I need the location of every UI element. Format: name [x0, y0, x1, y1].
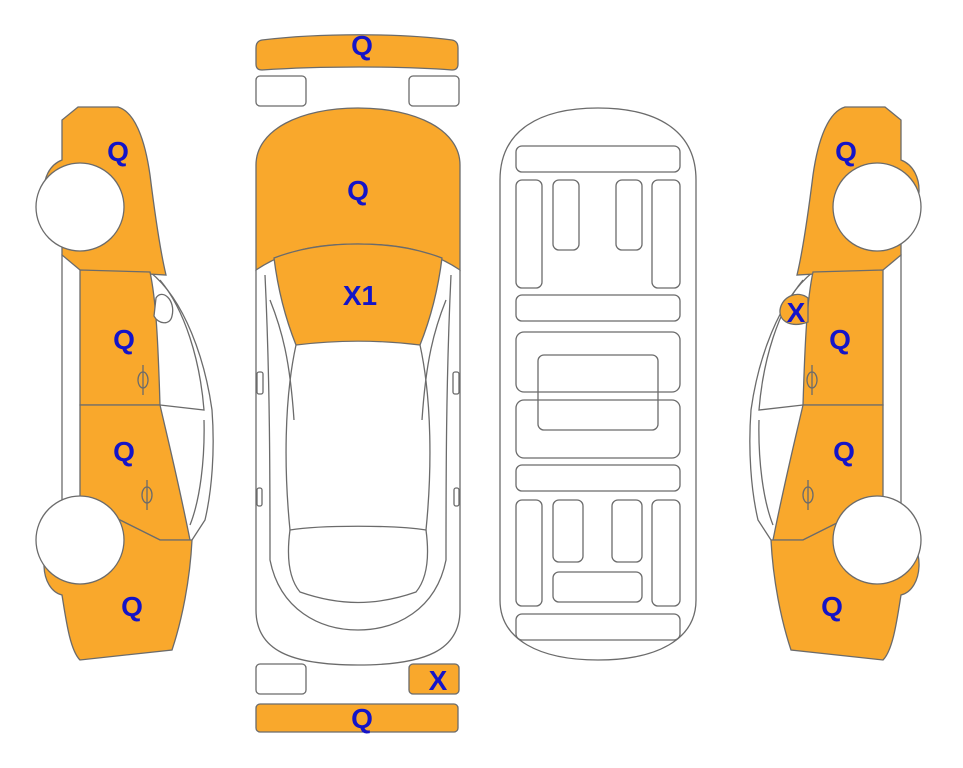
left-rear-wheel	[35, 495, 125, 585]
underbody-outline	[499, 107, 697, 661]
top-left-pillar	[269, 299, 295, 421]
left-front-wheel	[35, 162, 125, 252]
top-right-pillar	[421, 299, 447, 421]
left-rear-door-label: Q	[113, 436, 135, 467]
right-rear-wheel	[832, 495, 922, 585]
left-front-door-handle	[137, 365, 149, 395]
left-front-fender-label: Q	[107, 136, 129, 167]
right-side-view: X Q Q Q Q	[749, 106, 922, 661]
left-rear-quarter-label: Q	[121, 591, 143, 622]
rear-right-light[interactable]	[408, 663, 460, 695]
front-left-light[interactable]	[255, 75, 307, 107]
left-front-door-label: Q	[113, 324, 135, 355]
left-roof-line	[61, 254, 78, 506]
right-front-door-label: Q	[829, 324, 851, 355]
left-window-line	[159, 279, 205, 411]
top-inner-outline	[264, 274, 452, 631]
underbody-view	[499, 107, 697, 661]
top-right-handle	[453, 487, 460, 507]
right-mirror-label: X	[787, 297, 806, 328]
left-side-view: Q Q Q Q	[35, 106, 214, 661]
right-rear-door-handle	[802, 480, 814, 510]
front-bumper[interactable]	[255, 34, 459, 71]
top-rear-window	[287, 529, 429, 604]
top-left-handle	[256, 487, 263, 507]
hood-label: Q	[347, 175, 369, 206]
right-rear-quarter-label: Q	[821, 591, 843, 622]
right-front-fender-label: Q	[835, 136, 857, 167]
rear-bumper-label: Q	[351, 703, 373, 734]
top-left-mirror	[256, 371, 264, 395]
front-bumper-label: Q	[351, 30, 373, 61]
left-window-line-2	[189, 419, 205, 526]
right-front-door-handle	[806, 365, 818, 395]
top-view: Q Q X1 X Q	[255, 30, 461, 734]
right-roof-line	[885, 254, 902, 506]
front-right-light[interactable]	[408, 75, 460, 107]
windshield[interactable]	[273, 243, 443, 346]
left-rear-door-handle	[141, 480, 153, 510]
left-body-outline	[149, 271, 214, 541]
rear-right-light-label: X	[429, 665, 448, 696]
right-mirror[interactable]	[779, 293, 809, 325]
left-front-quarter-glass	[153, 293, 174, 324]
right-rear-door-label: Q	[833, 436, 855, 467]
right-window-line	[758, 279, 804, 411]
windshield-label: X1	[343, 280, 377, 311]
rear-bumper[interactable]	[255, 703, 459, 733]
right-window-line-2	[758, 419, 774, 526]
top-right-mirror	[452, 371, 460, 395]
top-roof-panel	[285, 344, 431, 531]
top-body-outline	[255, 270, 461, 666]
right-front-wheel	[832, 162, 922, 252]
rear-left-light[interactable]	[255, 663, 307, 695]
